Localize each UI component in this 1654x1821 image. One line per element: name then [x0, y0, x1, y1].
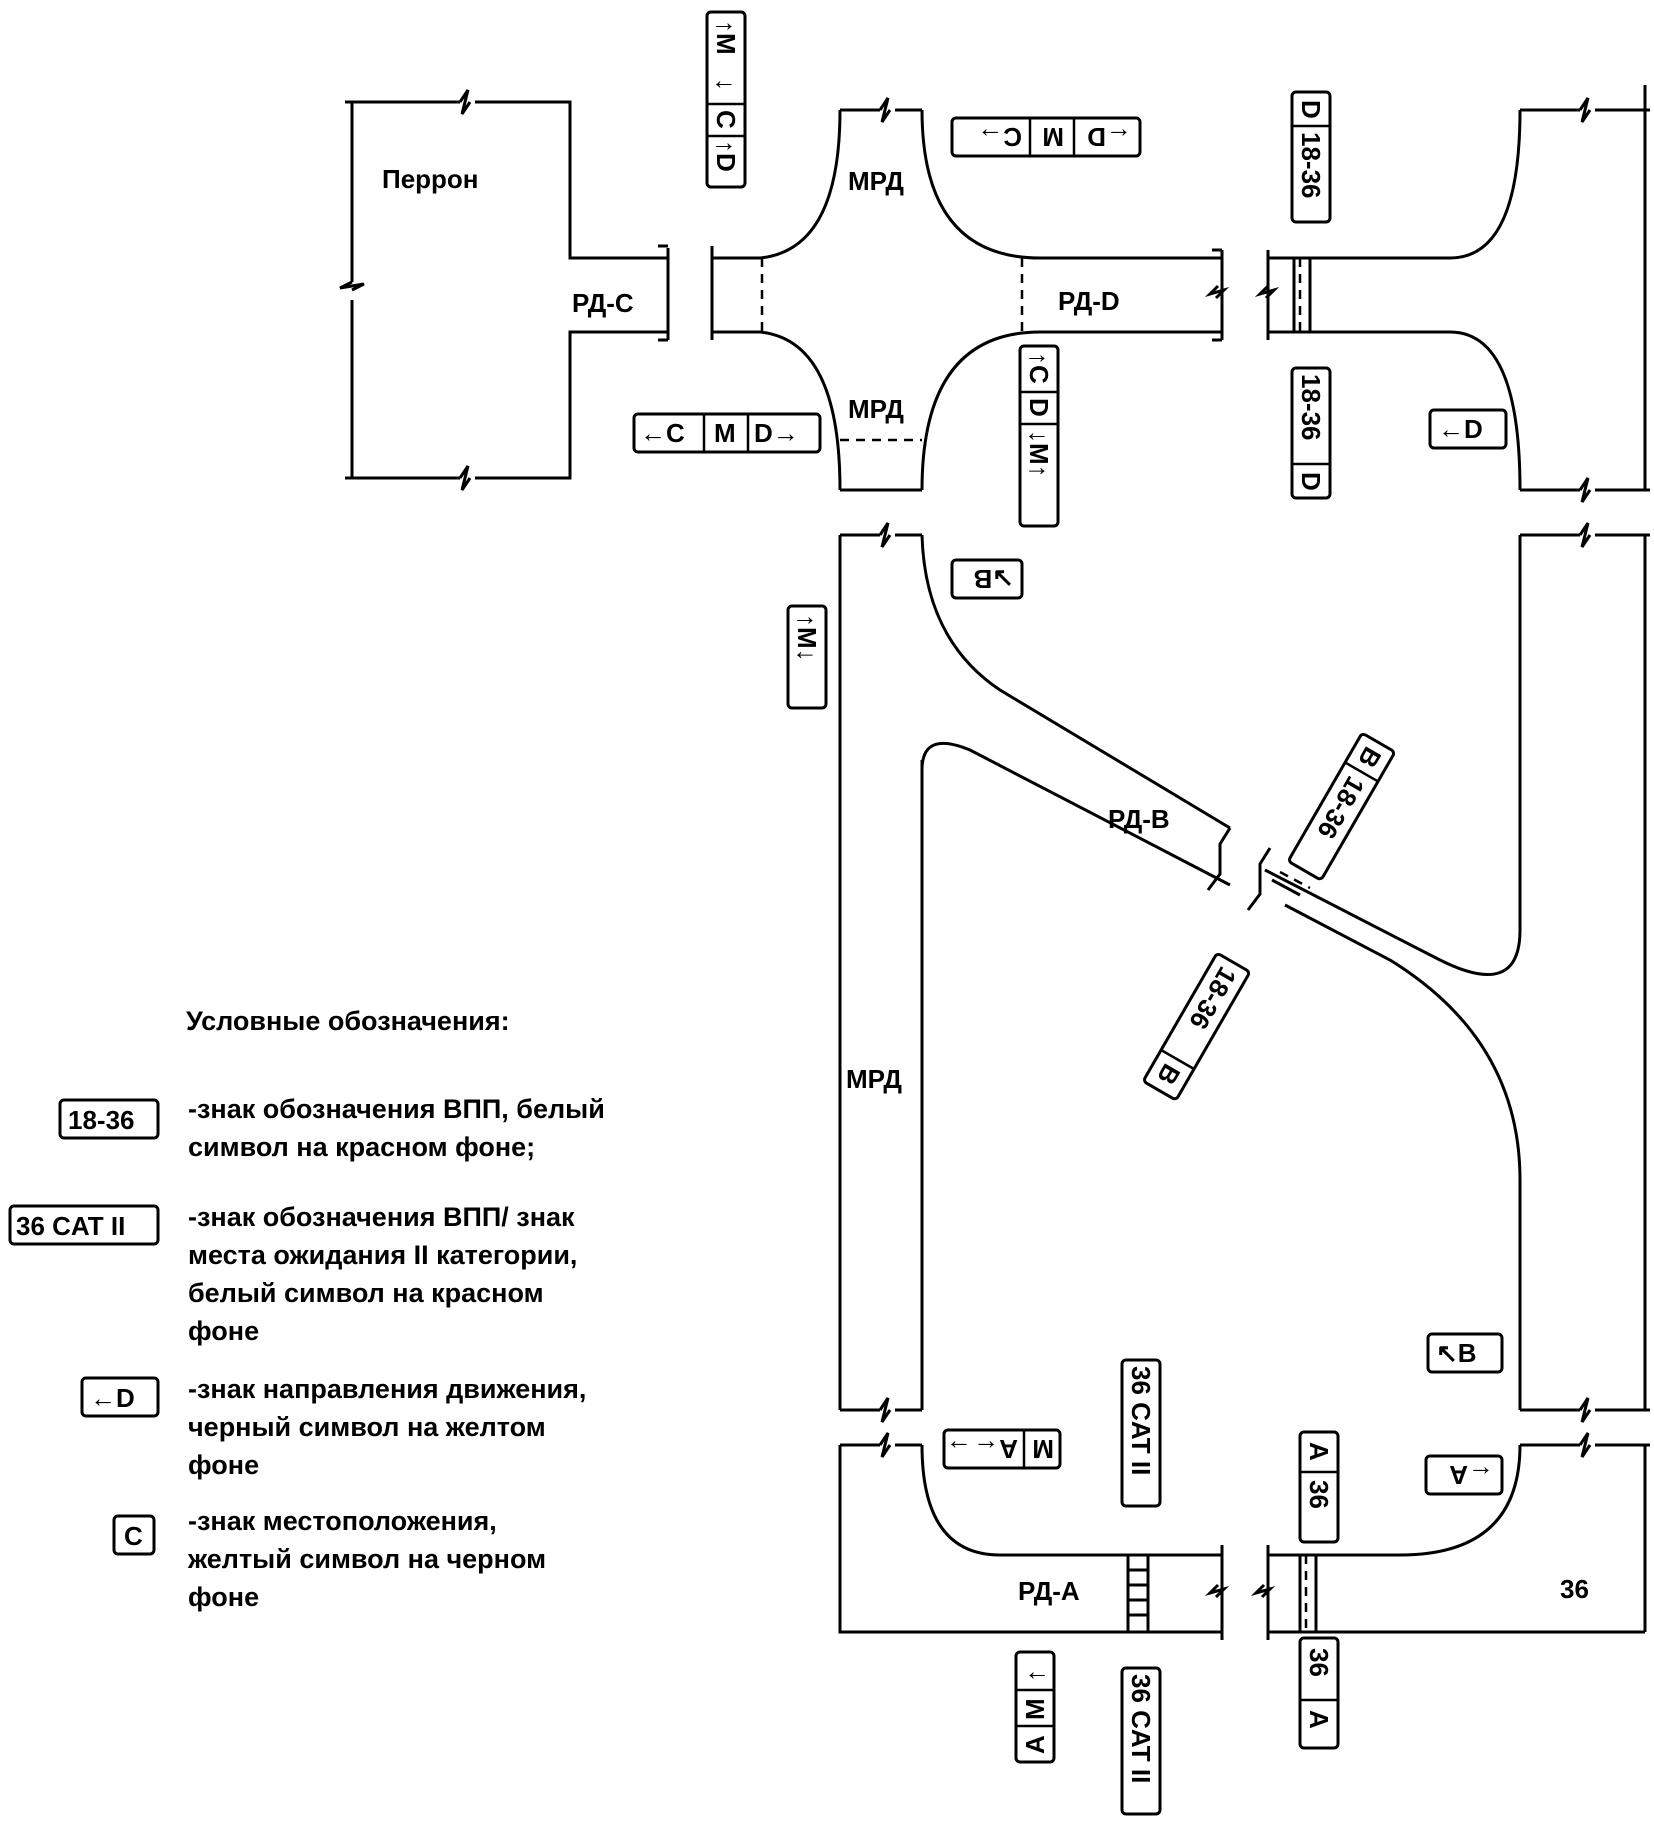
sign-text: ↑M↓	[792, 614, 822, 662]
sign-text: A	[1304, 1710, 1334, 1729]
mrd-left-label: МРД	[846, 1064, 902, 1094]
sign-a-runway-top: A 36	[1298, 1430, 1340, 1544]
legend-text: черный символ на желтом	[188, 1412, 546, 1442]
sign-text: →	[946, 1434, 972, 1464]
sign-text: M	[1032, 1434, 1054, 1464]
sign-text: D	[1296, 472, 1326, 491]
sign-text: A	[1020, 1735, 1050, 1754]
sign-b-runway-upper: B 18-36	[1288, 732, 1396, 881]
taxiway-a	[838, 1432, 1650, 1640]
legend-title: Условные обозначения:	[186, 1006, 510, 1036]
legend-item-direction: ←D -знак направления движения, черный си…	[80, 1374, 586, 1480]
sign-text: ←D	[1438, 414, 1483, 444]
sign-text: ↑C	[1024, 352, 1054, 384]
legend-text: -знак местоположения,	[188, 1506, 497, 1536]
taxiway-a-label: РД-А	[1018, 1576, 1080, 1606]
sign-top-vertical: ↑M ↓ C ↑D	[705, 10, 747, 189]
sign-m-vertical-left: ↑M↓	[786, 604, 828, 710]
legend: Условные обозначения: 18-36 -знак обозна…	[8, 1006, 605, 1612]
sign-dir-a-right: ←A	[1424, 1454, 1504, 1496]
sign-cat-ii-upper: 36 CAT II	[1120, 1358, 1162, 1508]
taxiway-c-d	[710, 85, 1650, 503]
sign-text: ↑M	[711, 20, 741, 55]
sign-text: C	[711, 110, 741, 129]
legend-text: фоне	[188, 1450, 259, 1480]
legend-text: -знак направления движения,	[188, 1374, 586, 1404]
legend-item-runway-designation: 18-36 -знак обозначения ВПП, белый симво…	[58, 1094, 605, 1162]
sign-text: D→	[754, 418, 799, 448]
sign-text: ↘B	[973, 564, 1014, 594]
sign-a-bottom-vertical: A M ↑	[1014, 1650, 1056, 1764]
runway-end-label: 36	[1560, 1574, 1589, 1604]
taxiway-d-label: РД-D	[1058, 286, 1120, 316]
sign-text: ↓	[711, 78, 741, 91]
sign-text: 18-36	[1296, 374, 1326, 441]
sign-text: ←C	[640, 418, 685, 448]
taxiway-b-label: РД-В	[1108, 804, 1170, 834]
sign-text: ←A	[1449, 1460, 1494, 1490]
sign-a-horizontal: M A← →	[942, 1428, 1062, 1470]
legend-sign: ←D	[90, 1383, 135, 1413]
sign-b-runway-lower: 18-36 B	[1143, 952, 1251, 1101]
sign-runway-d-top: D 18-36	[1290, 90, 1332, 224]
sign-text: ↖B	[1436, 1338, 1477, 1368]
sign-text: 36	[1304, 1648, 1334, 1677]
legend-sign: 36 CAT II	[16, 1211, 125, 1241]
sign-text: 36 CAT II	[1126, 1366, 1156, 1475]
legend-text: -знак обозначения ВПП, белый	[188, 1094, 605, 1124]
legend-item-location: C -знак местоположения, желтый символ на…	[112, 1506, 546, 1612]
sign-text: ↑	[1020, 1669, 1050, 1682]
mrd-mid-label: МРД	[848, 394, 904, 424]
legend-item-cat-ii: 36 CAT II -знак обозначения ВПП/ знак ме…	[8, 1202, 577, 1346]
sign-text: C→	[977, 122, 1022, 152]
sign-text: M	[1020, 1698, 1050, 1720]
sign-text: M	[1042, 122, 1064, 152]
sign-a-runway-bottom: 36 A	[1298, 1636, 1340, 1750]
sign-text: D	[1024, 398, 1054, 417]
taxiway-b	[838, 522, 1650, 1423]
sign-text: ↑D	[711, 140, 741, 172]
taxiway-c-label: РД-С	[572, 288, 634, 318]
sign-mid-vertical: ↑C D ↓M↑	[1018, 344, 1060, 528]
legend-text: -знак обозначения ВПП/ знак	[188, 1202, 575, 1232]
sign-runway-d-bottom: 18-36 D	[1290, 366, 1332, 500]
sign-text: ↓M↑	[1024, 430, 1054, 478]
sign-text: D	[1296, 100, 1326, 119]
legend-text: места ожидания II категории,	[188, 1240, 577, 1270]
legend-text: желтый символ на черном	[187, 1544, 546, 1574]
sign-text: 18-36	[1296, 132, 1326, 199]
sign-cat-ii-lower: 36 CAT II	[1120, 1666, 1162, 1816]
legend-sign: C	[124, 1521, 143, 1551]
legend-text: фоне	[188, 1582, 259, 1612]
sign-text: 36 CAT II	[1126, 1674, 1156, 1783]
apron	[339, 89, 670, 491]
apron-label: Перрон	[382, 164, 479, 194]
area-labels: Перрон РД-С РД-D МРД МРД РД-В МРД РД-А 3…	[382, 164, 1589, 1606]
sign-b-turn-top: ↘B	[950, 558, 1024, 600]
sign-top-horizontal: ←D M C→	[950, 116, 1142, 158]
legend-sign: 18-36	[68, 1105, 135, 1135]
sign-text: 36	[1304, 1480, 1334, 1509]
legend-text: символ на красном фоне;	[188, 1132, 535, 1162]
mrd-top-label: МРД	[848, 166, 904, 196]
sign-text: A←	[973, 1434, 1018, 1464]
sign-left-horizontal: ←C M D→	[632, 412, 822, 454]
sign-text: ←D	[1087, 122, 1132, 152]
legend-text: белый символ на красном	[188, 1278, 544, 1308]
sign-text: A	[1304, 1442, 1334, 1461]
sign-text: M	[714, 418, 736, 448]
legend-text: фоне	[188, 1316, 259, 1346]
sign-b-turn-right: ↖B	[1426, 1332, 1504, 1374]
sign-dir-d-right: ←D	[1428, 408, 1508, 450]
